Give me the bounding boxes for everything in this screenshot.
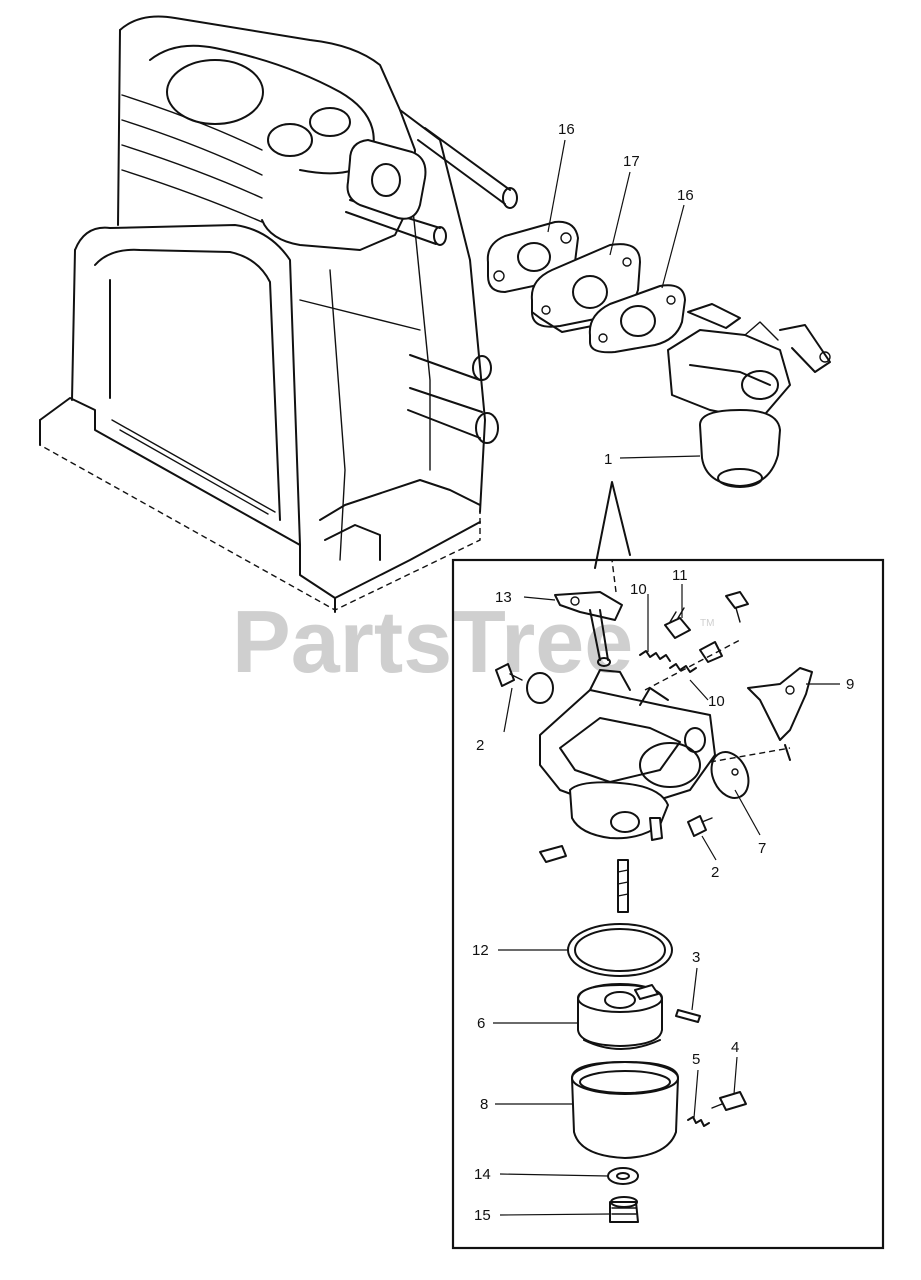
float-pin-3 bbox=[675, 1009, 701, 1023]
callout-13: 13 bbox=[495, 589, 512, 606]
throttle-shaft-13 bbox=[554, 591, 623, 667]
callout-2-right: 2 bbox=[711, 864, 719, 881]
callout-8: 8 bbox=[480, 1096, 488, 1113]
callout-10-upper: 10 bbox=[630, 581, 647, 598]
float-bowl-8 bbox=[571, 1061, 679, 1159]
watermark-text: PartsTree bbox=[232, 592, 633, 691]
choke-plate-7 bbox=[710, 751, 750, 799]
callout-17: 17 bbox=[623, 153, 640, 170]
screw-top-right bbox=[725, 591, 749, 623]
callout-9: 9 bbox=[846, 676, 854, 693]
choke-lever-9 bbox=[747, 667, 813, 761]
engine-block bbox=[39, 15, 518, 613]
callout-6: 6 bbox=[477, 1015, 485, 1032]
bowl-gasket-12 bbox=[567, 923, 673, 977]
watermark: PartsTree TM bbox=[232, 592, 714, 691]
bowl-nut-15 bbox=[609, 1196, 639, 1223]
callout-1: 1 bbox=[604, 451, 612, 468]
callout-2-left: 2 bbox=[476, 737, 484, 754]
callout-12: 12 bbox=[472, 942, 489, 959]
screw-5 bbox=[687, 1116, 710, 1127]
callout-7: 7 bbox=[758, 840, 766, 857]
watermark-trademark: TM bbox=[700, 618, 714, 629]
callout-16-lower: 16 bbox=[677, 187, 694, 204]
carburetor-body bbox=[539, 669, 716, 840]
callout-3: 3 bbox=[692, 949, 700, 966]
throttle-plate bbox=[526, 672, 554, 704]
spring-10-lower bbox=[669, 641, 723, 673]
callout-16-upper: 16 bbox=[558, 121, 575, 138]
washer-14 bbox=[607, 1167, 639, 1185]
idle-jet-left bbox=[539, 845, 567, 863]
callout-10-lower: 10 bbox=[708, 693, 725, 710]
callout-4: 4 bbox=[731, 1039, 739, 1056]
main-nozzle bbox=[617, 859, 629, 913]
detail-frame bbox=[451, 558, 885, 1250]
callout-15: 15 bbox=[474, 1207, 491, 1224]
screw-2-right bbox=[687, 815, 713, 837]
callout-5: 5 bbox=[692, 1051, 700, 1068]
float-needle bbox=[649, 817, 663, 841]
carburetor-assembly-small bbox=[667, 303, 831, 488]
float-6 bbox=[577, 983, 663, 1050]
idle-screw-11 bbox=[639, 607, 691, 662]
callout-14: 14 bbox=[474, 1166, 491, 1183]
gasket-16-lower bbox=[588, 284, 686, 354]
leader-lines bbox=[493, 139, 840, 1216]
callout-11: 11 bbox=[672, 567, 688, 584]
screw-2-left bbox=[495, 663, 523, 687]
callout-labels: 16 17 16 1 13 10 11 10 9 2 2 7 12 3 6 5 … bbox=[472, 121, 854, 1224]
screw-4 bbox=[711, 1091, 747, 1111]
